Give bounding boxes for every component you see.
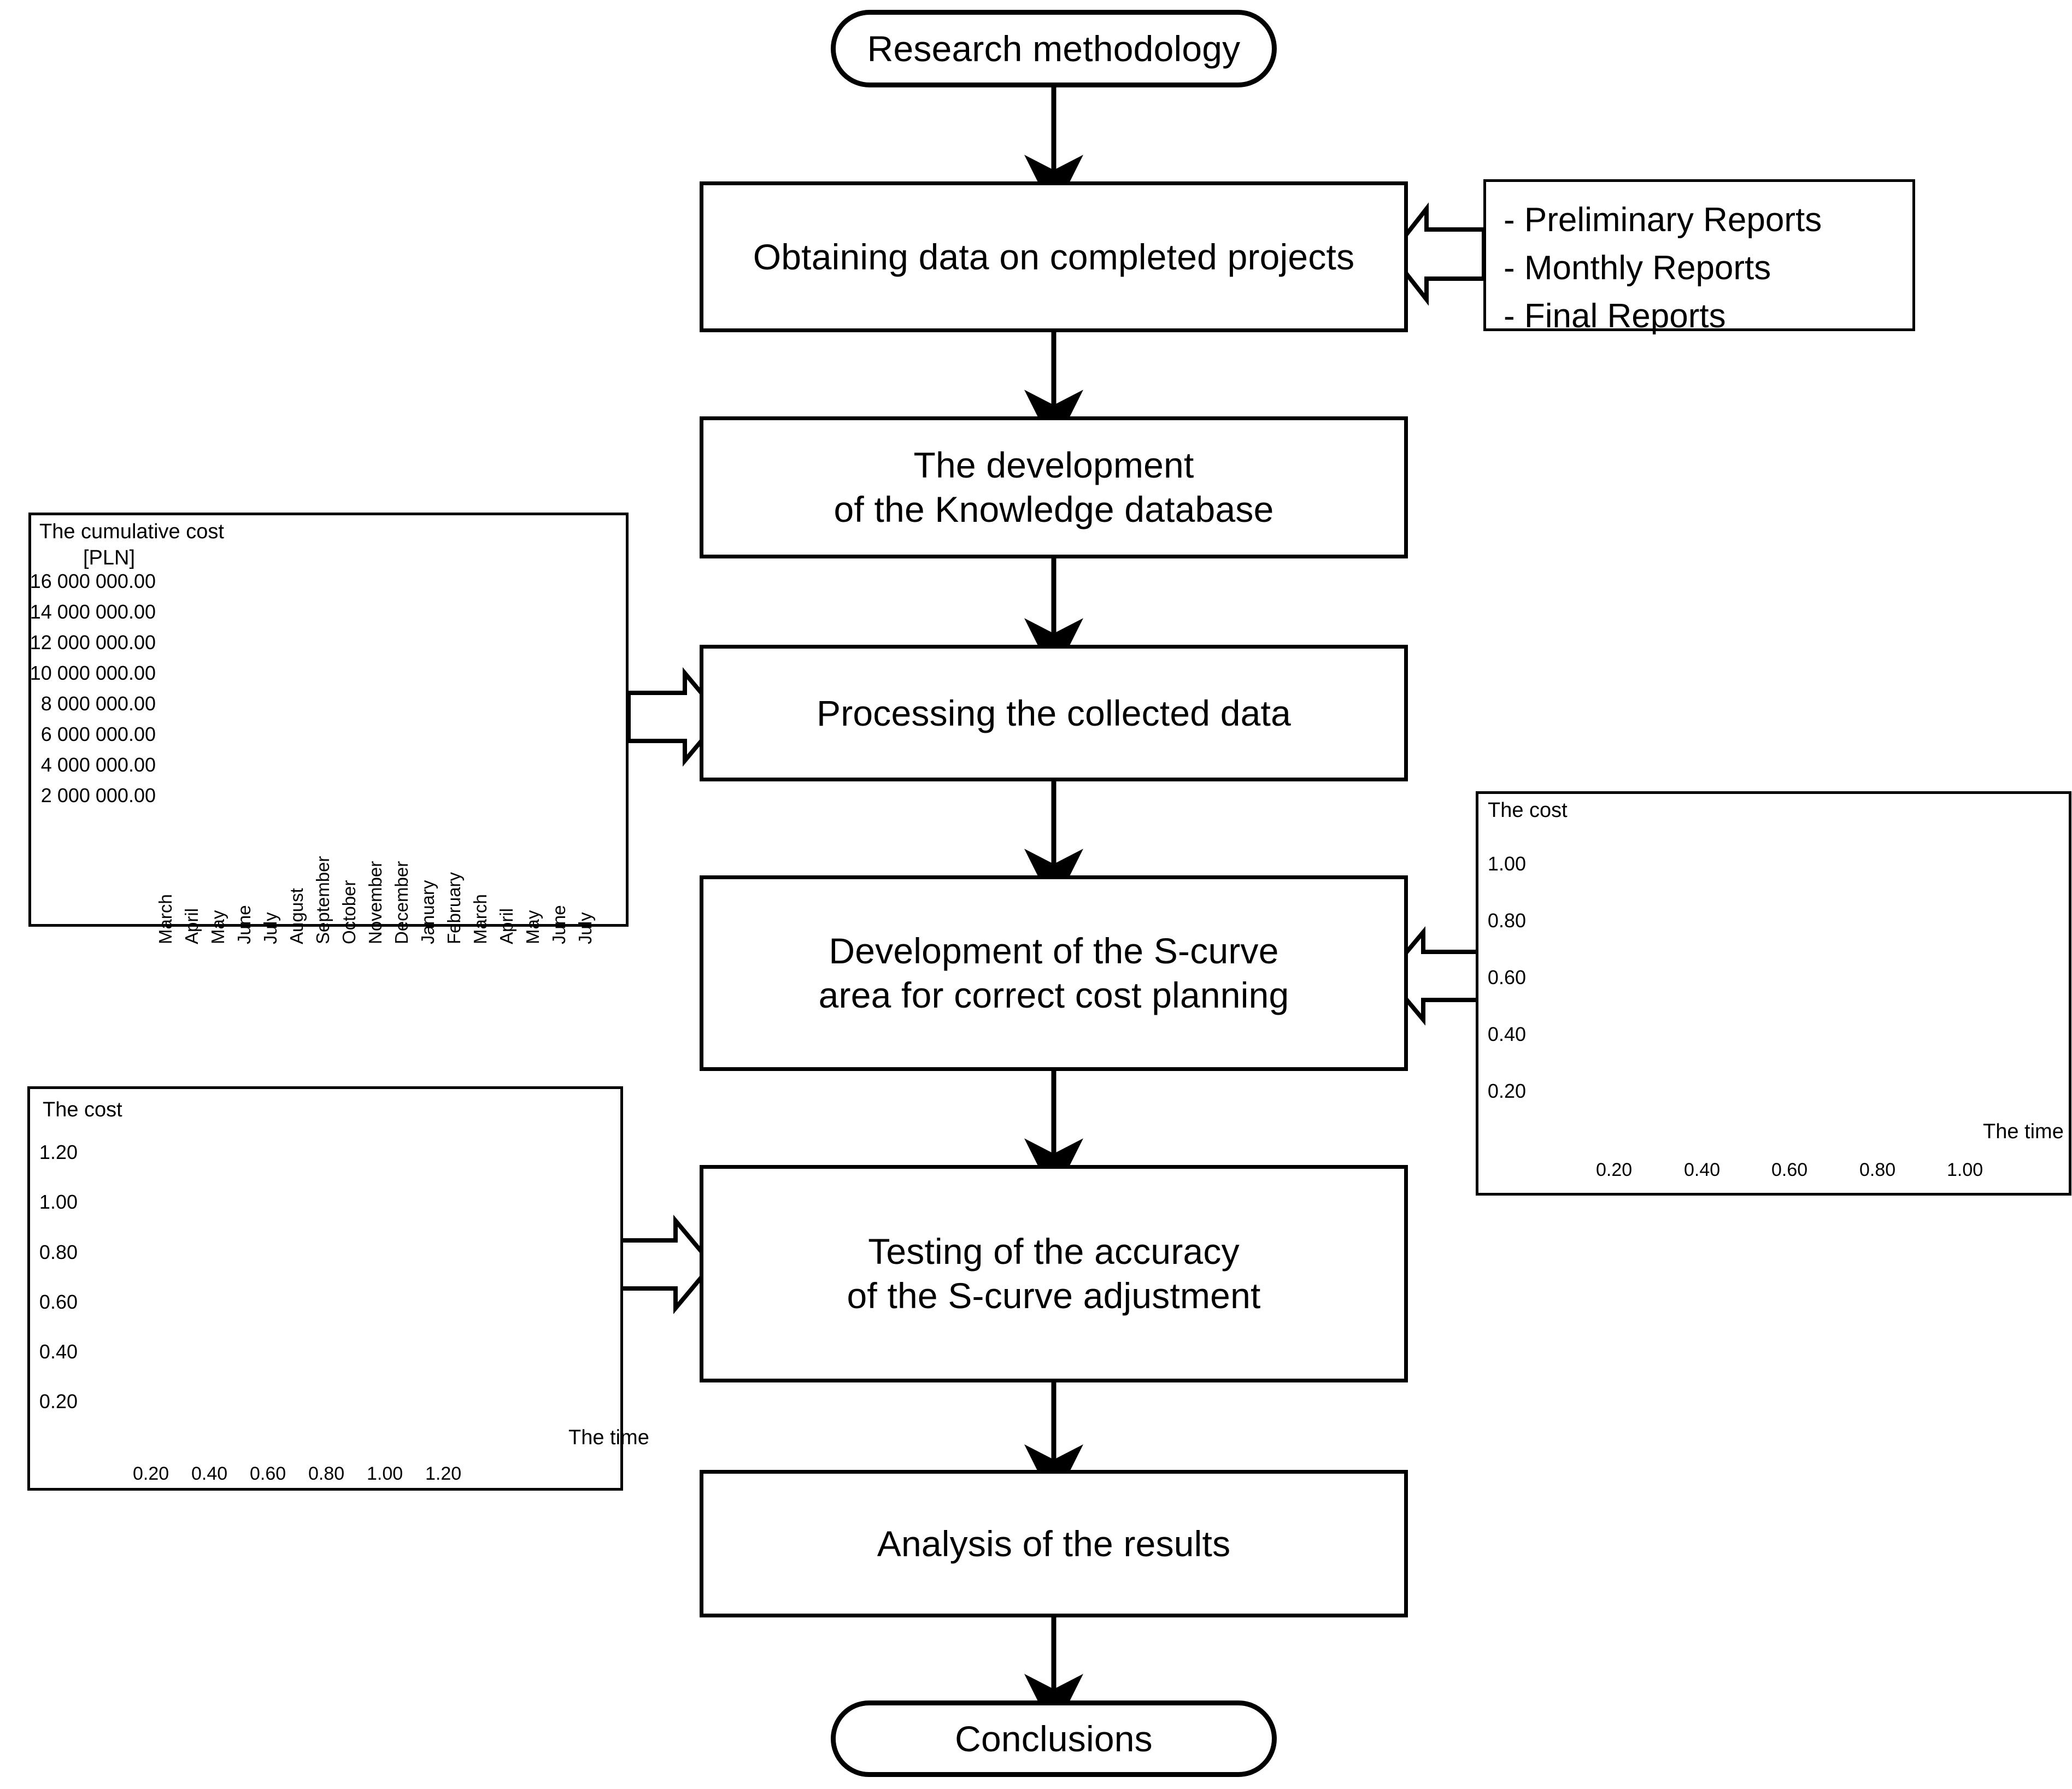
reports-annotation-box: - Preliminary Reports - Monthly Reports … (1483, 179, 1915, 335)
xtick-month-14: May (523, 910, 543, 944)
node-conclusions[interactable]: Conclusions (831, 1700, 1277, 1777)
node-analysis-results[interactable]: Analysis of the results (700, 1470, 1408, 1617)
scurve-accuracy-ytick-1.20: 1.20 (39, 1141, 78, 1163)
node-research-methodology[interactable]: Research methodology (831, 10, 1277, 87)
scurve-accuracy-xtick-0.20: 0.20 (133, 1463, 169, 1484)
xtick-month-8: November (365, 861, 385, 944)
node-label-line1: Development of the S-curve (829, 931, 1279, 972)
scurve-area-ylabel: The cost (1488, 799, 1568, 822)
xtick-month-6: September (313, 856, 333, 944)
xtick-month-5: August (286, 888, 307, 944)
report-item-monthly: - Monthly Reports (1504, 249, 1771, 287)
cumulative-cost-chart-frame (28, 513, 629, 927)
xtick-month-9: December (391, 861, 412, 944)
scurve-area-xtick-1.00: 1.00 (1947, 1160, 1983, 1180)
ytick-10m: 10 000 000.00 (30, 662, 156, 684)
scurve-accuracy-xtick-1.00: 1.00 (367, 1463, 403, 1484)
ytick-14m: 14 000 000.00 (30, 601, 156, 623)
block-arrow-accuracy-chart (617, 1214, 715, 1315)
scurve-accuracy-ytick-1.00: 1.00 (39, 1191, 78, 1213)
xtick-month-2: May (208, 910, 228, 944)
xtick-month-0: March (155, 894, 175, 944)
node-processing-data[interactable]: Processing the collected data (700, 645, 1408, 781)
xtick-month-10: January (418, 880, 438, 944)
ytick-2m: 2 000 000.00 (40, 784, 156, 807)
xtick-month-1: April (181, 908, 202, 944)
xtick-month-11: February (444, 872, 464, 944)
scurve-accuracy-xtick-0.80: 0.80 (308, 1463, 345, 1484)
scurve-area-ytick-0.20: 0.20 (1487, 1080, 1526, 1102)
scurve-accuracy-xtick-1.20: 1.20 (425, 1463, 462, 1484)
ytick-6m: 6 000 000.00 (40, 723, 156, 745)
scurve-area-ytick-0.60: 0.60 (1487, 966, 1526, 988)
cumulative-chart-ylabel-line2: [PLN] (83, 546, 136, 569)
ytick-8m: 8 000 000.00 (40, 692, 156, 715)
scurve-area-xtick-0.20: 0.20 (1596, 1160, 1633, 1180)
xtick-month-12: March (470, 894, 490, 944)
report-item-preliminary: - Preliminary Reports (1504, 201, 1822, 239)
xtick-month-15: June (549, 905, 569, 944)
node-scurve-development[interactable]: Development of the S-curve area for corr… (700, 875, 1408, 1071)
xtick-month-3: June (234, 905, 254, 944)
node-label: Research methodology (867, 28, 1241, 69)
scurve-accuracy-ytick-0.60: 0.60 (39, 1291, 78, 1313)
node-knowledge-database[interactable]: The development of the Knowledge databas… (700, 416, 1408, 558)
scurve-accuracy-ylabel: The cost (43, 1098, 122, 1121)
ytick-16m: 16 000 000.00 (30, 570, 156, 592)
scurve-accuracy-ytick-0.40: 0.40 (39, 1340, 78, 1363)
scurve-area-xtick-0.40: 0.40 (1684, 1160, 1721, 1180)
node-testing-accuracy[interactable]: Testing of the accuracy of the S-curve a… (700, 1165, 1408, 1382)
cumulative-chart-ylabel-line1: The cumulative cost (39, 520, 224, 543)
scurve-accuracy-ytick-0.20: 0.20 (39, 1390, 78, 1413)
xtick-month-13: April (496, 908, 516, 944)
scurve-area-ytick-1.00: 1.00 (1487, 852, 1526, 875)
scurve-area-ytick-0.80: 0.80 (1487, 909, 1526, 932)
ytick-4m: 4 000 000.00 (40, 754, 156, 776)
scurve-area-chart-frame (1476, 791, 2071, 1196)
scurve-area-xlabel: The time (1983, 1120, 2064, 1143)
node-label: Analysis of the results (877, 1523, 1231, 1564)
node-label-line1: Testing of the accuracy (868, 1231, 1240, 1272)
report-item-final: - Final Reports (1504, 297, 1726, 336)
scurve-accuracy-xtick-0.60: 0.60 (250, 1463, 286, 1484)
node-label: Obtaining data on completed projects (753, 236, 1355, 277)
node-label-line2: of the Knowledge database (834, 489, 1274, 529)
node-label-line2: area for correct cost planning (818, 975, 1289, 1015)
node-label-line2: of the S-curve adjustment (847, 1275, 1261, 1316)
ytick-12m: 12 000 000.00 (30, 631, 156, 654)
node-label-line1: The development (913, 445, 1194, 486)
scurve-accuracy-chart-frame (27, 1086, 623, 1491)
xtick-month-16: July (575, 912, 595, 944)
scurve-accuracy-xtick-0.40: 0.40 (191, 1463, 228, 1484)
node-label: Conclusions (955, 1718, 1153, 1759)
xtick-month-7: October (339, 880, 359, 944)
scurve-accuracy-ytick-0.80: 0.80 (39, 1241, 78, 1263)
scurve-accuracy-xlabel: The time (568, 1426, 649, 1449)
scurve-area-xtick-0.60: 0.60 (1771, 1160, 1808, 1180)
node-label: Processing the collected data (817, 692, 1291, 733)
scurve-area-ytick-0.40: 0.40 (1487, 1023, 1526, 1045)
scurve-area-xtick-0.80: 0.80 (1859, 1160, 1896, 1180)
xtick-month-4: July (260, 912, 280, 944)
node-obtaining-data[interactable]: Obtaining data on completed projects (700, 181, 1408, 332)
